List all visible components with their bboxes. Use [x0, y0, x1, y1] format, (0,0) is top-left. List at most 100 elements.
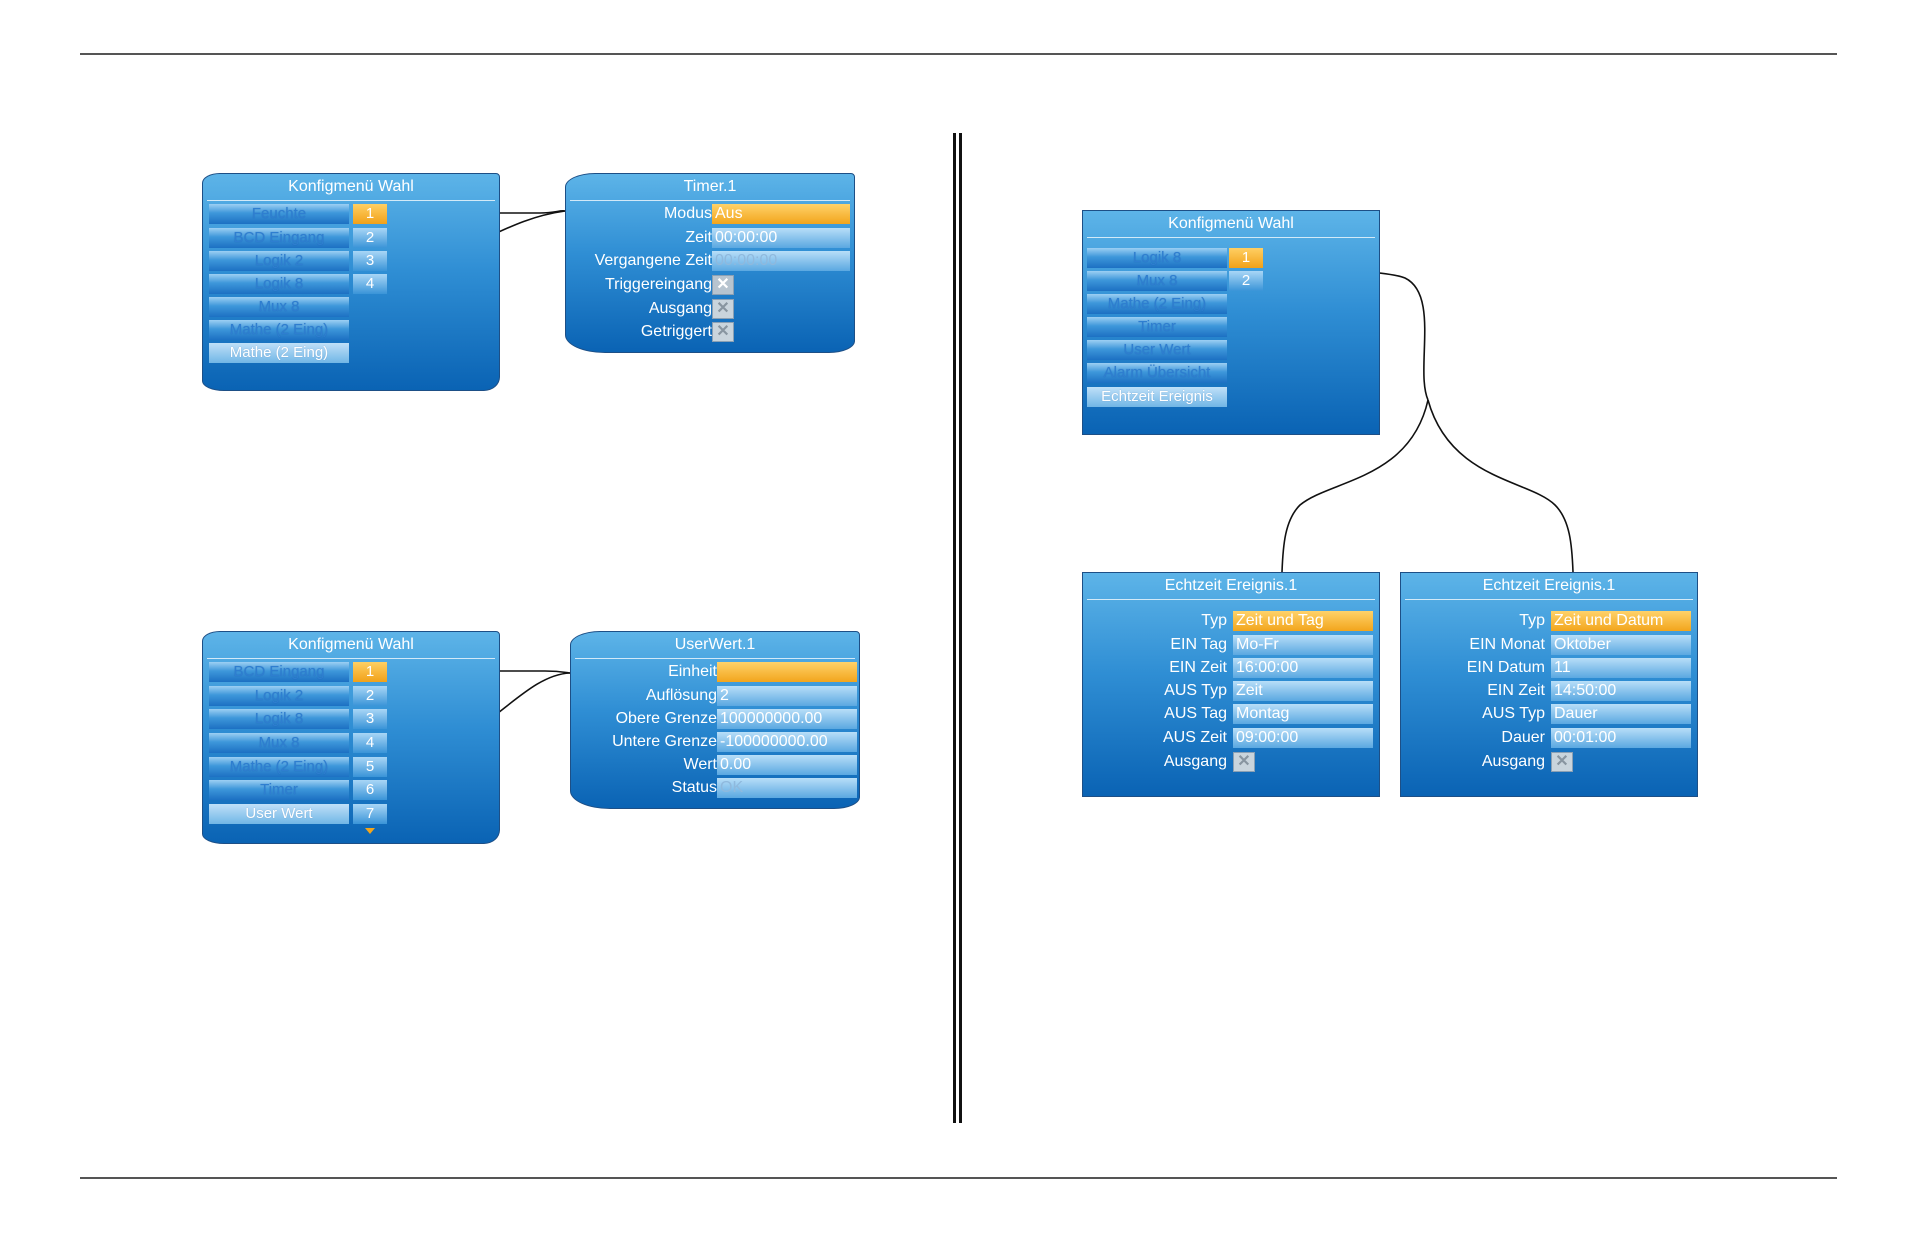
field-status: OK [717, 778, 857, 798]
field-typ[interactable]: Zeit und Datum [1551, 611, 1691, 631]
config-menu-window-1: Konfigmenü Wahl Feuchte BCD Eingang Logi… [202, 173, 500, 391]
window-title: Echtzeit Ereignis.1 [1087, 573, 1375, 600]
check-cross-icon: ✕ [712, 322, 734, 342]
column-separator [953, 133, 962, 1123]
label-status: Status [671, 779, 717, 796]
menu-item-mathe[interactable]: Mathe (2 Eing) [209, 320, 349, 340]
instance-number-1[interactable]: 1 [353, 204, 387, 224]
menu-item-logik-2[interactable]: Logik 2 [209, 251, 349, 271]
window-title: Echtzeit Ereignis.1 [1405, 573, 1693, 600]
label-ein-datum: EIN Datum [1466, 659, 1545, 676]
label-aus-tag: AUS Tag [1164, 705, 1227, 722]
field-aus-typ[interactable]: Zeit [1233, 681, 1373, 701]
label-typ: Typ [1201, 612, 1227, 629]
instance-number-4[interactable]: 4 [353, 733, 387, 753]
field-untere-grenze[interactable]: -100000000.00 [717, 732, 857, 752]
menu-item-mux-8[interactable]: Mux 8 [209, 733, 349, 753]
label-aufloesung: Auflösung [645, 687, 717, 704]
menu-item-mathe-selected[interactable]: Mathe (2 Eing) [209, 343, 349, 363]
field-dauer[interactable]: 00:01:00 [1551, 728, 1691, 748]
instance-number-4[interactable]: 4 [353, 274, 387, 294]
menu-item-user-wert[interactable]: User Wert [209, 804, 349, 824]
label-ein-tag: EIN Tag [1170, 636, 1227, 653]
instance-number-3[interactable]: 3 [353, 709, 387, 729]
echtzeit-ereignis-window-right: Echtzeit Ereignis.1 Typ Zeit und Datum E… [1400, 572, 1698, 797]
menu-item-timer[interactable]: Timer [1087, 317, 1227, 337]
menu-item-bcd-eingang[interactable]: BCD Eingang [209, 228, 349, 248]
label-vergangene-zeit: Vergangene Zeit [594, 252, 712, 269]
instance-number-3[interactable]: 3 [353, 251, 387, 271]
menu-item-echtzeit-ereignis[interactable]: Echtzeit Ereignis [1087, 387, 1227, 407]
menu-item-mux-8[interactable]: Mux 8 [1087, 271, 1227, 291]
instance-number-1[interactable]: 1 [1229, 248, 1263, 268]
check-cross-icon[interactable]: ✕ [712, 275, 734, 295]
menu-item-mathe[interactable]: Mathe (2 Eing) [1087, 294, 1227, 314]
label-ausgang: Ausgang [1481, 753, 1545, 770]
field-einheit[interactable] [717, 662, 857, 682]
label-typ: Typ [1519, 612, 1545, 629]
field-ein-tag[interactable]: Mo-Fr [1233, 635, 1373, 655]
instance-number-2[interactable]: 2 [1229, 271, 1263, 291]
field-typ[interactable]: Zeit und Tag [1233, 611, 1373, 631]
field-zeit[interactable]: 00:00:00 [712, 228, 850, 248]
label-triggereingang: Triggereingang [604, 276, 712, 293]
scroll-down-arrow-icon[interactable] [365, 828, 375, 834]
menu-item-timer[interactable]: Timer [209, 780, 349, 800]
menu-item-user-wert[interactable]: User Wert [1087, 340, 1227, 360]
instance-number-7[interactable]: 7 [353, 804, 387, 824]
label-ausgang: Ausgang [1163, 753, 1227, 770]
field-aufloesung[interactable]: 2 [717, 686, 857, 706]
window-title: Timer.1 [570, 174, 850, 201]
field-aus-zeit[interactable]: 09:00:00 [1233, 728, 1373, 748]
menu-item-logik-2[interactable]: Logik 2 [209, 686, 349, 706]
top-rule [80, 53, 1837, 55]
field-obere-grenze[interactable]: 100000000.00 [717, 709, 857, 729]
window-title: Konfigmenü Wahl [207, 632, 495, 659]
window-title: Konfigmenü Wahl [1087, 211, 1375, 238]
window-title: UserWert.1 [575, 632, 855, 659]
menu-item-bcd-eingang[interactable]: BCD Eingang [209, 662, 349, 682]
label-ein-zeit: EIN Zeit [1487, 682, 1545, 699]
field-ein-datum[interactable]: 11 [1551, 658, 1691, 678]
label-aus-typ: AUS Typ [1482, 705, 1545, 722]
field-ein-zeit[interactable]: 14:50:00 [1551, 681, 1691, 701]
menu-item-feuchte[interactable]: Feuchte [209, 204, 349, 224]
menu-item-alarm-uebersicht[interactable]: Alarm Übersicht [1087, 363, 1227, 383]
menu-item-logik-8[interactable]: Logik 8 [1087, 248, 1227, 268]
instance-number-5[interactable]: 5 [353, 757, 387, 777]
label-getriggert: Getriggert [640, 323, 712, 340]
check-cross-icon: ✕ [712, 299, 734, 319]
label-untere-grenze: Untere Grenze [612, 733, 717, 750]
menu-item-logik-8[interactable]: Logik 8 [209, 709, 349, 729]
field-vergangene-zeit: 00:00:00 [712, 251, 850, 271]
instance-number-2[interactable]: 2 [353, 228, 387, 248]
connector-p3-left [1281, 399, 1429, 573]
field-wert[interactable]: 0.00 [717, 755, 857, 775]
instance-number-2[interactable]: 2 [353, 686, 387, 706]
check-cross-icon: ✕ [1551, 752, 1573, 772]
menu-item-mux-8[interactable]: Mux 8 [209, 297, 349, 317]
config-menu-window-3: Konfigmenü Wahl Logik 8 Mux 8 Mathe (2 E… [1082, 210, 1380, 435]
field-ein-zeit[interactable]: 16:00:00 [1233, 658, 1373, 678]
window-title: Konfigmenü Wahl [207, 174, 495, 201]
field-ein-monat[interactable]: Oktober [1551, 635, 1691, 655]
label-einheit: Einheit [668, 663, 717, 680]
timer-window: Timer.1 Modus Aus Zeit 00:00:00 Vergange… [565, 173, 855, 353]
echtzeit-ereignis-window-left: Echtzeit Ereignis.1 Typ Zeit und Tag EIN… [1082, 572, 1380, 797]
field-aus-tag[interactable]: Montag [1233, 704, 1373, 724]
field-modus[interactable]: Aus [712, 204, 850, 224]
label-wert: Wert [683, 756, 717, 773]
label-aus-zeit: AUS Zeit [1162, 729, 1227, 746]
label-ein-monat: EIN Monat [1469, 636, 1545, 653]
instance-number-1[interactable]: 1 [353, 662, 387, 682]
label-aus-typ: AUS Typ [1164, 682, 1227, 699]
menu-item-logik-8[interactable]: Logik 8 [209, 274, 349, 294]
field-aus-typ[interactable]: Dauer [1551, 704, 1691, 724]
bottom-rule [80, 1177, 1837, 1179]
menu-item-mathe[interactable]: Mathe (2 Eing) [209, 757, 349, 777]
instance-number-6[interactable]: 6 [353, 780, 387, 800]
check-cross-icon: ✕ [1233, 752, 1255, 772]
label-dauer: Dauer [1501, 729, 1545, 746]
connector-p3-right [1427, 399, 1574, 573]
userwert-window: UserWert.1 Einheit Auflösung 2 Obere Gre… [570, 631, 860, 809]
